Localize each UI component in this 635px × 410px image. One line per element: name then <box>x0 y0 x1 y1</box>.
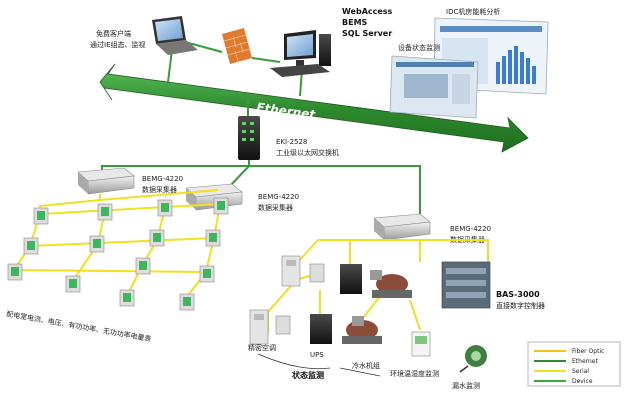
env-monitor-icon <box>411 331 431 357</box>
server-label-webaccess: WebAccess <box>342 7 393 16</box>
server-label-sql: SQL Server <box>342 29 392 38</box>
meter-icon <box>213 197 229 215</box>
meter-icon <box>205 229 221 247</box>
ups-icon <box>310 264 362 344</box>
device-monitor-label: 设备状态监测 <box>398 43 440 52</box>
legend-label: Fiber Optic <box>572 348 604 355</box>
firewall-icon <box>222 28 252 64</box>
meter-icon <box>179 293 195 311</box>
ethernet-switch-icon <box>238 116 260 160</box>
device-monitor-screen <box>389 55 479 119</box>
meter-icon <box>135 257 151 275</box>
legend-label: Serial <box>572 368 589 375</box>
meter-icon <box>97 203 113 221</box>
bemg1-model-label: BEMG-4220 <box>142 175 183 183</box>
bemg3-model-label: BEMG-4220 <box>450 225 491 233</box>
bemg2-desc-label: 数据采集器 <box>258 203 293 212</box>
meter-icon <box>65 275 81 293</box>
bemg-collector-3-icon <box>373 213 431 241</box>
env-monitor-label: 环境温湿度监测 <box>390 369 439 378</box>
status-monitor-label: 状态监测 <box>292 370 324 380</box>
server-workstation-icon <box>270 30 331 77</box>
meters-caption: 配电室电流、电压、有功功率、无功功率电量表 <box>6 309 152 343</box>
idc-analysis-label: IDC机房能耗分析 <box>446 7 500 16</box>
power-meters <box>7 197 229 311</box>
laptop-icon <box>152 16 198 55</box>
ups-label: UPS <box>310 351 324 359</box>
precision-ac-label: 精密空调 <box>248 343 276 352</box>
status-monitor-bracket <box>257 353 381 377</box>
meter-icon <box>33 207 49 225</box>
meter-icon <box>157 199 173 217</box>
server-label-bems: BEMS <box>342 18 368 27</box>
bemg1-desc-label: 数据采集器 <box>142 185 177 194</box>
bas-model-label: BAS-3000 <box>496 290 540 299</box>
meter-icon <box>23 237 39 255</box>
bas-desc-label: 直接数字控制器 <box>496 301 545 310</box>
chiller-icon <box>342 270 412 344</box>
meter-icon <box>149 229 165 247</box>
leak-monitor-icon <box>459 345 487 373</box>
legend-label: Device <box>572 378 593 385</box>
bemg2-model-label: BEMG-4220 <box>258 193 299 201</box>
meter-icon <box>89 235 105 253</box>
free-client-label-2: 通过IE组态、监视 <box>90 40 146 49</box>
meter-icon <box>7 263 23 281</box>
meter-icon <box>199 265 215 283</box>
chiller-label: 冷水机组 <box>352 361 380 370</box>
switch-desc-label: 工业级以太网交换机 <box>276 148 339 157</box>
leak-monitor-label: 漏水监测 <box>452 381 480 390</box>
meter-icon <box>119 289 135 307</box>
serial-links-meters <box>13 189 221 299</box>
switch-model-label: EKI-2528 <box>276 138 307 146</box>
precision-ac-icon <box>249 255 325 345</box>
legend-label: Ethernet <box>572 358 598 365</box>
free-client-label-1: 免费客户端 <box>96 29 131 38</box>
idc-analysis-screen <box>433 17 549 95</box>
bemg-collector-1-icon <box>77 167 135 195</box>
bas-controller-icon <box>441 261 491 309</box>
